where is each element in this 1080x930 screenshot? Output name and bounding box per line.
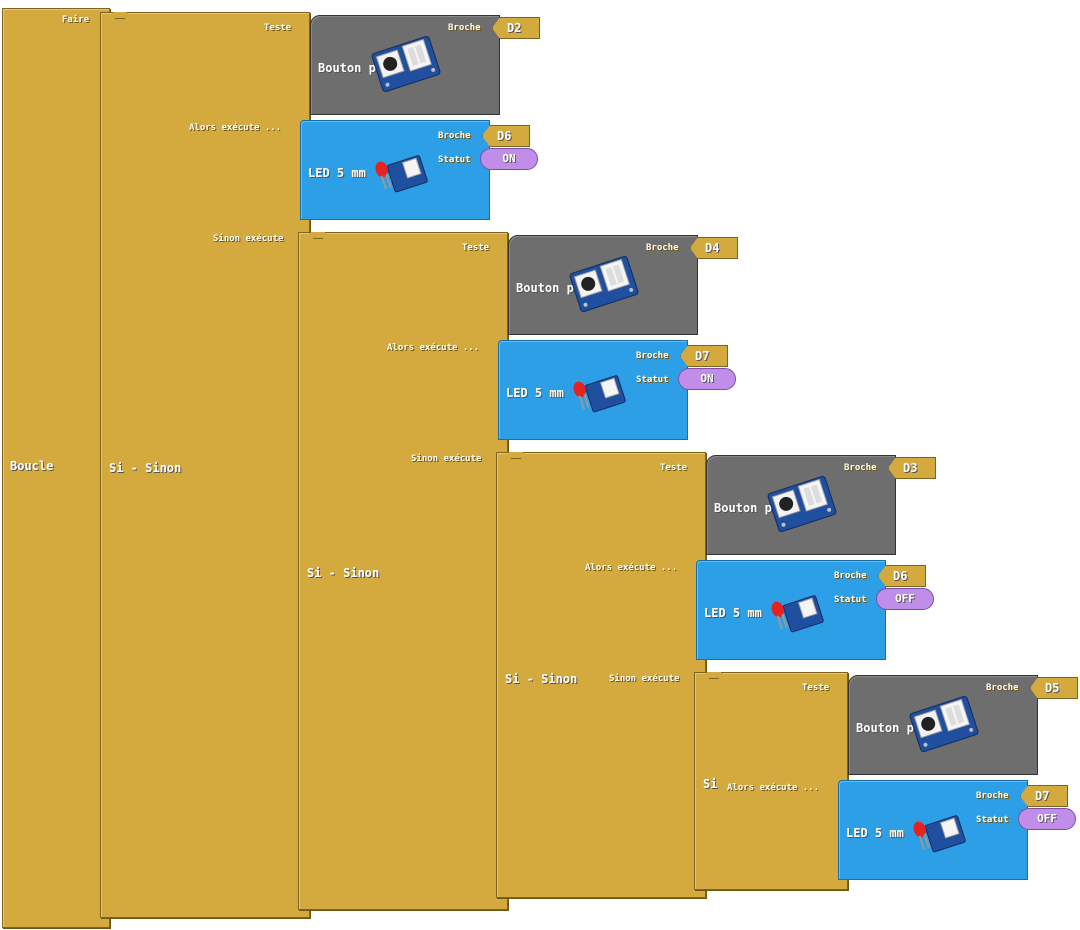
if-block[interactable] — [694, 672, 848, 890]
button-pin-label-3: Broche — [844, 463, 877, 473]
loop-do-label: Faire — [62, 15, 90, 25]
push-button-module-icon — [569, 255, 639, 313]
led-module-icon — [913, 815, 966, 853]
if-else-block-2[interactable] — [298, 232, 508, 910]
led-status-label-3: Statut — [834, 595, 867, 605]
if-else-title-1: Si - Sinon — [109, 461, 182, 475]
if-else-title-3: Si - Sinon — [505, 672, 578, 686]
led-module-icon — [771, 595, 824, 633]
push-button-module-icon — [767, 475, 837, 533]
button-pin-selector-2[interactable]: D4 — [690, 237, 738, 259]
button-pin-label-1: Broche — [448, 23, 481, 33]
test-label-1: Teste — [264, 23, 292, 33]
then-label-2: Alors exécute ... — [387, 343, 480, 353]
test-label-4: Teste — [802, 683, 830, 693]
loop-title: Boucle — [10, 459, 54, 473]
test-label-2: Teste — [462, 243, 490, 253]
led-label-2: LED 5 mm — [506, 386, 564, 400]
led-module-icon — [573, 375, 626, 413]
if-else-block-3[interactable] — [496, 452, 706, 898]
then-label-1: Alors exécute ... — [189, 123, 282, 133]
led-pin-label-4: Broche — [976, 791, 1009, 801]
button-pin-selector-3[interactable]: D3 — [888, 457, 936, 479]
led-pin-label-3: Broche — [834, 571, 867, 581]
button-pin-selector-1[interactable]: D2 — [492, 17, 540, 39]
else-label-2: Sinon exécute — [411, 454, 482, 464]
push-button-module-icon — [371, 35, 441, 93]
if-title: Si — [703, 777, 718, 791]
led-label-1: LED 5 mm — [308, 166, 366, 180]
led-status-label-4: Statut — [976, 815, 1009, 825]
button-pin-selector-4[interactable]: D5 — [1030, 677, 1078, 699]
led-module-icon — [375, 155, 428, 193]
if-else-block-1[interactable] — [100, 12, 310, 918]
led-state-toggle-4[interactable]: OFF — [1018, 808, 1076, 830]
led-state-toggle-1[interactable]: ON — [480, 148, 538, 170]
led-label-4: LED 5 mm — [846, 826, 904, 840]
push-button-module-icon — [909, 695, 979, 753]
led-status-label-1: Statut — [438, 155, 471, 165]
led-pin-selector-3[interactable]: D6 — [878, 565, 926, 587]
led-block-4[interactable] — [838, 780, 1028, 880]
if-else-title-2: Si - Sinon — [307, 566, 380, 580]
led-pin-selector-1[interactable]: D6 — [482, 125, 530, 147]
led-pin-label-1: Broche — [438, 131, 471, 141]
led-pin-selector-4[interactable]: D7 — [1020, 785, 1068, 807]
then-label-3: Alors exécute ... — [585, 563, 678, 573]
led-state-toggle-2[interactable]: ON — [678, 368, 736, 390]
led-status-label-2: Statut — [636, 375, 669, 385]
led-label-3: LED 5 mm — [704, 606, 762, 620]
else-label-3: Sinon exécute — [609, 674, 680, 684]
led-state-toggle-3[interactable]: OFF — [876, 588, 934, 610]
led-pin-selector-2[interactable]: D7 — [680, 345, 728, 367]
led-block-2[interactable] — [498, 340, 688, 440]
else-label-1: Sinon exécute — [213, 234, 284, 244]
loop-block[interactable] — [2, 8, 110, 928]
button-pin-label-2: Broche — [646, 243, 679, 253]
test-label-3: Teste — [660, 463, 688, 473]
led-pin-label-2: Broche — [636, 351, 669, 361]
then-label-4: Alors exécute ... — [727, 783, 820, 793]
button-pin-label-4: Broche — [986, 683, 1019, 693]
